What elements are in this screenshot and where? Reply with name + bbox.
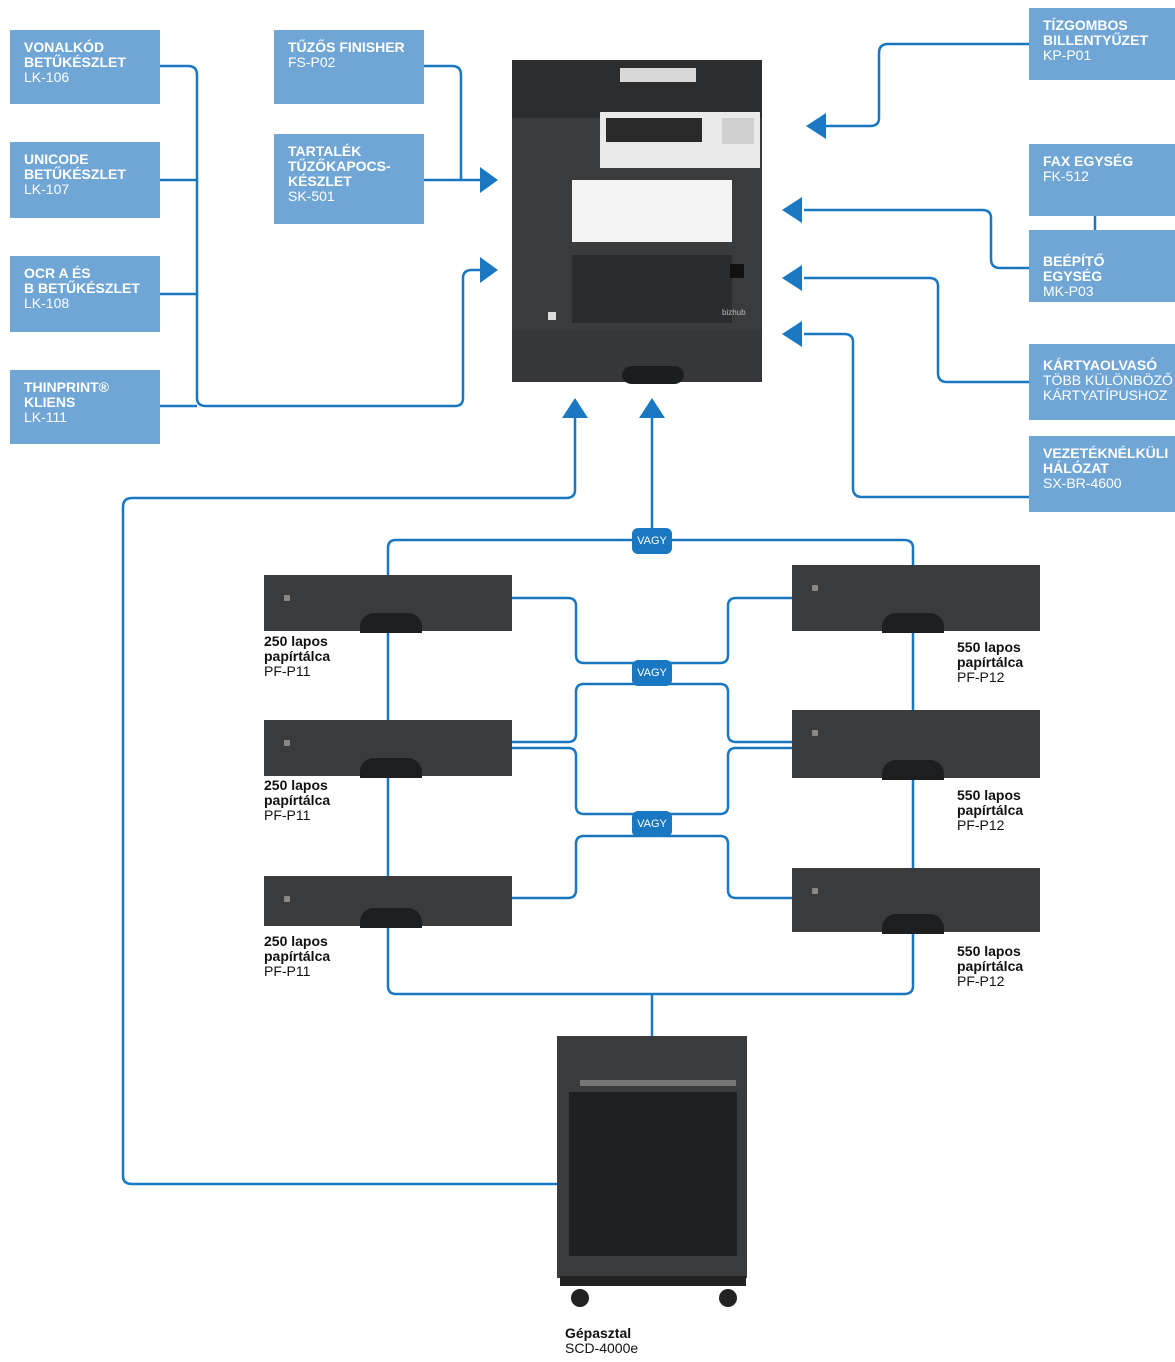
or-badge: VAGY bbox=[632, 811, 672, 837]
option-code: MK-P03 bbox=[1043, 283, 1094, 299]
option-title: VEZETÉKNÉLKÜLI HÁLÓZAT bbox=[1043, 445, 1169, 476]
option-code: LK-107 bbox=[24, 181, 70, 197]
option-title: VONALKÓD BETŰKÉSZLET bbox=[24, 39, 126, 70]
tray-title: 250 lapos papírtálca bbox=[264, 933, 331, 964]
option-keypad: TÍZGOMBOS BILLENTYŰZET KP-P01 bbox=[1029, 8, 1175, 80]
tray-550-image bbox=[792, 868, 1040, 934]
option-title: TARTALÉK TŰZŐKAPOCS- KÉSZLET bbox=[288, 143, 391, 189]
tray-code: PF-P11 bbox=[264, 807, 311, 823]
stand-code: SCD-4000e bbox=[565, 1340, 639, 1356]
tray-code: PF-P11 bbox=[264, 663, 311, 679]
option-ocr-font: OCR A ÉS B BETŰKÉSZLET LK-108 bbox=[10, 256, 160, 332]
printer-illustration bbox=[512, 60, 762, 384]
option-wireless: VEZETÉKNÉLKÜLI HÁLÓZAT SX-BR-4600 bbox=[1029, 436, 1175, 512]
option-title: UNICODE BETŰKÉSZLET bbox=[24, 151, 126, 182]
option-title: OCR A ÉS B BETŰKÉSZLET bbox=[24, 265, 140, 296]
option-code: SK-501 bbox=[288, 188, 335, 204]
option-unicode-font: UNICODE BETŰKÉSZLET LK-107 bbox=[10, 142, 160, 218]
option-code: LK-106 bbox=[24, 69, 70, 85]
option-title: TÍZGOMBOS BILLENTYŰZET bbox=[1043, 17, 1148, 48]
option-code: SX-BR-4600 bbox=[1043, 475, 1122, 491]
tray-title: 550 lapos papírtálca bbox=[957, 639, 1024, 670]
tray-250-image bbox=[264, 720, 512, 778]
option-title: BEÉPÍTŐ EGYSÉG bbox=[1043, 253, 1105, 284]
tray-code: PF-P12 bbox=[957, 669, 1005, 685]
tray-title: 250 lapos papírtálca bbox=[264, 777, 331, 808]
stand-illustration bbox=[557, 1036, 747, 1307]
option-code: TÖBB KÜLÖNBÖZŐ KÁRTYATÍPUSHOZ bbox=[1043, 372, 1173, 403]
stand-title: Gépasztal bbox=[565, 1325, 632, 1341]
printer-brand: bizhub bbox=[722, 308, 746, 317]
option-title: TŰZŐS FINISHER bbox=[288, 39, 405, 55]
tray-250-image bbox=[264, 876, 512, 928]
option-code: LK-108 bbox=[24, 295, 70, 311]
option-code: FS-P02 bbox=[288, 54, 336, 70]
option-fax-unit: FAX EGYSÉG FK-512 bbox=[1029, 144, 1175, 216]
option-finisher: TŰZŐS FINISHER FS-P02 bbox=[274, 30, 424, 104]
tray-550-image bbox=[792, 710, 1040, 780]
option-mount-kit: BEÉPÍTŐ EGYSÉG MK-P03 bbox=[1029, 230, 1175, 302]
or-badge: VAGY bbox=[632, 528, 672, 554]
option-code: FK-512 bbox=[1043, 168, 1089, 184]
option-title: FAX EGYSÉG bbox=[1043, 153, 1134, 169]
tray-250-image bbox=[264, 575, 512, 633]
option-code: LK-111 bbox=[24, 409, 68, 425]
tray-code: PF-P11 bbox=[264, 963, 311, 979]
tray-title: 550 lapos papírtálca bbox=[957, 943, 1024, 974]
option-title: KÁRTYAOLVASÓ bbox=[1043, 357, 1158, 373]
option-card-reader: KÁRTYAOLVASÓ TÖBB KÜLÖNBÖZŐ KÁRTYATÍPUSH… bbox=[1029, 344, 1175, 420]
tray-550-image bbox=[792, 565, 1040, 633]
tray-code: PF-P12 bbox=[957, 973, 1005, 989]
option-title: THINPRINT® KLIENS bbox=[24, 379, 109, 410]
tray-title: 550 lapos papírtálca bbox=[957, 787, 1024, 818]
option-code: KP-P01 bbox=[1043, 47, 1092, 63]
tray-title: 250 lapos papírtálca bbox=[264, 633, 331, 664]
option-barcode-font: VONALKÓD BETŰKÉSZLET LK-106 bbox=[10, 30, 160, 104]
tray-code: PF-P12 bbox=[957, 817, 1005, 833]
option-thinprint: THINPRINT® KLIENS LK-111 bbox=[10, 370, 160, 444]
option-staple-cartridge: TARTALÉK TŰZŐKAPOCS- KÉSZLET SK-501 bbox=[274, 134, 424, 224]
or-badge: VAGY bbox=[632, 660, 672, 686]
